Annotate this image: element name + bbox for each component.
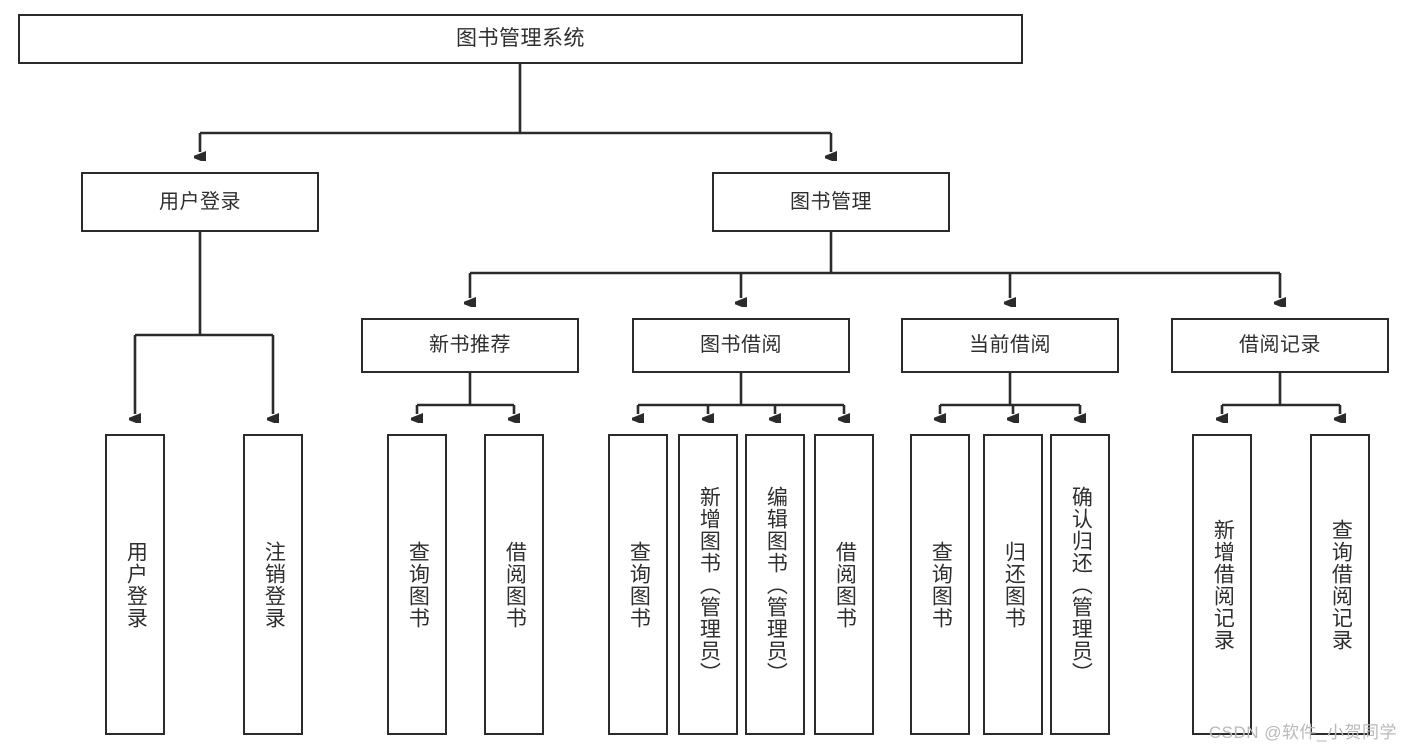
node-leaf-query-book-3[interactable]: 查询图书 — [910, 434, 970, 735]
node-current-borrow-label: 当前借阅 — [969, 334, 1051, 357]
node-borrow-record[interactable]: 借阅记录 — [1171, 318, 1389, 373]
node-borrow-record-label: 借阅记录 — [1239, 334, 1321, 357]
node-leaf-query-book-2-label: 查询图书 — [627, 540, 651, 629]
edges-book-manage-to-level2 — [470, 232, 1280, 298]
node-new-book-rec-label: 新书推荐 — [429, 334, 511, 357]
node-leaf-add-book[interactable]: 新增图书（管理员） — [678, 434, 738, 735]
edges-borrow-record-to-leaves — [1222, 373, 1340, 414]
node-leaf-borrow-book-1-label: 借阅图书 — [503, 540, 527, 629]
node-leaf-add-book-label: 新增图书（管理员） — [697, 485, 721, 684]
edges-current-borrow-to-leaves — [940, 373, 1080, 414]
node-book-borrow-label: 图书借阅 — [700, 334, 782, 357]
node-book-manage[interactable]: 图书管理 — [712, 172, 950, 232]
node-leaf-query-record[interactable]: 查询借阅记录 — [1310, 434, 1370, 735]
node-leaf-query-record-label: 查询借阅记录 — [1329, 518, 1353, 651]
node-leaf-borrow-book-1[interactable]: 借阅图书 — [484, 434, 544, 735]
node-leaf-query-book-2[interactable]: 查询图书 — [608, 434, 668, 735]
node-book-manage-label: 图书管理 — [790, 190, 872, 213]
node-leaf-query-book-3-label: 查询图书 — [929, 540, 953, 629]
node-leaf-edit-book[interactable]: 编辑图书（管理员） — [745, 434, 805, 735]
node-leaf-edit-book-label: 编辑图书（管理员） — [764, 485, 788, 684]
node-book-borrow[interactable]: 图书借阅 — [632, 318, 850, 373]
node-leaf-query-book-1[interactable]: 查询图书 — [387, 434, 447, 735]
node-leaf-user-logout-label: 注销登录 — [262, 540, 286, 629]
node-leaf-add-record[interactable]: 新增借阅记录 — [1192, 434, 1252, 735]
node-leaf-user-login-label: 用户登录 — [124, 540, 148, 629]
node-leaf-confirm-return-label: 确认归还（管理员） — [1069, 485, 1093, 684]
edges-root-to-level1 — [200, 64, 831, 152]
node-root-label: 图书管理系统 — [456, 27, 585, 51]
node-leaf-borrow-book-2-label: 借阅图书 — [833, 540, 857, 629]
node-leaf-return-book-label: 归还图书 — [1002, 540, 1026, 629]
node-new-book-rec[interactable]: 新书推荐 — [361, 318, 579, 373]
node-user-login[interactable]: 用户登录 — [81, 172, 319, 232]
node-current-borrow[interactable]: 当前借阅 — [901, 318, 1119, 373]
node-leaf-return-book[interactable]: 归还图书 — [983, 434, 1043, 735]
edges-book-borrow-to-leaves — [638, 373, 844, 414]
edges-new-book-rec-to-leaves — [417, 373, 514, 414]
node-leaf-query-book-1-label: 查询图书 — [406, 540, 430, 629]
node-user-login-label: 用户登录 — [159, 190, 241, 213]
node-leaf-user-login[interactable]: 用户登录 — [105, 434, 165, 735]
node-leaf-add-record-label: 新增借阅记录 — [1211, 518, 1235, 651]
node-leaf-confirm-return[interactable]: 确认归还（管理员） — [1050, 434, 1110, 735]
edges-user-login-to-leaves — [135, 232, 273, 414]
node-root[interactable]: 图书管理系统 — [18, 14, 1023, 64]
node-leaf-user-logout[interactable]: 注销登录 — [243, 434, 303, 735]
node-leaf-borrow-book-2[interactable]: 借阅图书 — [814, 434, 874, 735]
